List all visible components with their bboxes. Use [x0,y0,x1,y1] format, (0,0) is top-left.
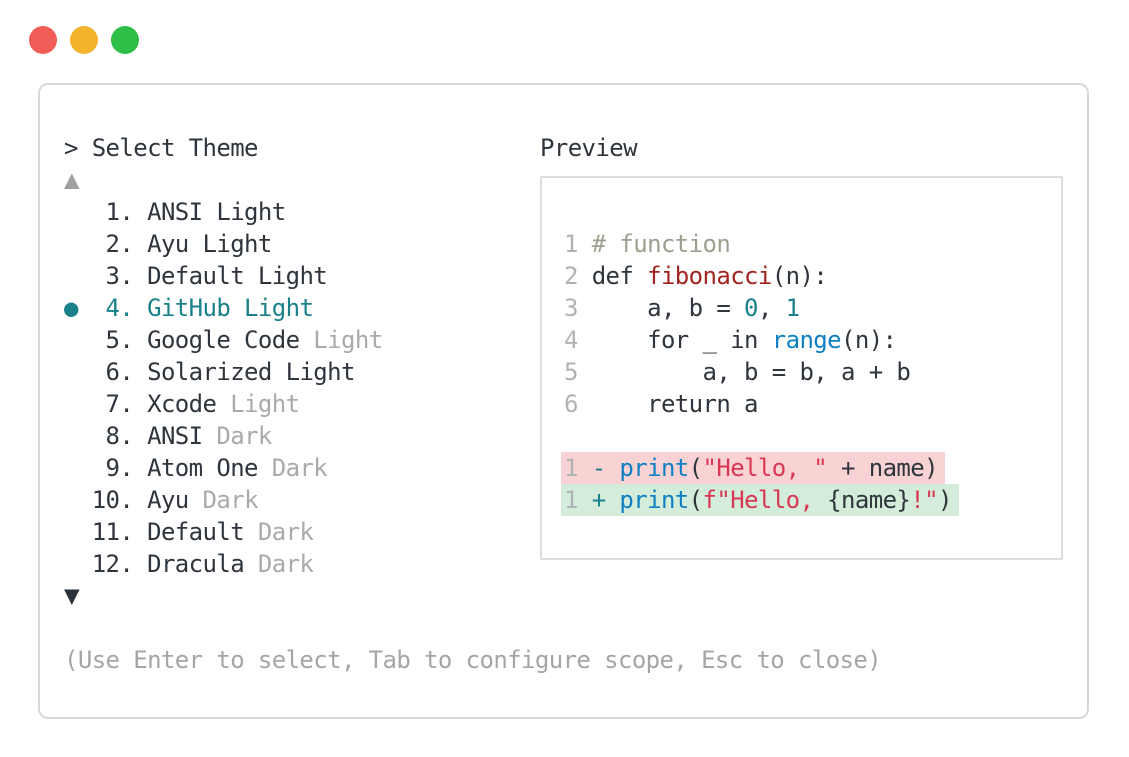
code-line: 2 def fibonacci(n): [564,262,828,290]
theme-picker-window: > Select Theme ▲ 1. ANSI Light 2. Ayu Li… [38,83,1089,719]
theme-item-marker [64,230,92,258]
theme-list-column: > Select Theme ▲ 1. ANSI Light 2. Ayu Li… [64,132,540,612]
code-line: 1 - print("Hello, " + name) [561,452,1061,484]
preview-column: Preview 1 # function 2 def fibonacci(n): 3… [540,132,1063,612]
theme-item-num: 10. [91,486,148,514]
theme-item-suffix: Dark [188,486,259,514]
theme-item-name: Atom One [147,454,258,482]
theme-list: 1. ANSI Light 2. Ayu Light 3. Default Li… [64,196,540,580]
theme-item-name: Google Code [147,326,300,354]
theme-item-11[interactable]: 11. Default Dark [64,516,540,548]
theme-item-8[interactable]: 8. ANSI Dark [64,420,540,452]
theme-item-marker [64,550,92,578]
theme-item-5[interactable]: 5. Google Code Light [64,324,540,356]
theme-item-num: 11. [91,518,148,546]
theme-item-num: 4. [91,294,148,322]
theme-item-suffix: Dark [244,550,314,578]
theme-item-6[interactable]: 6. Solarized Light [64,356,540,388]
theme-item-marker [64,486,92,514]
theme-item-name: ANSI [147,422,203,450]
theme-item-name: Xcode [147,390,217,418]
code-line: 1 # function [564,230,731,258]
preview-code: 1 # function 2 def fibonacci(n): 3 a, b = … [561,228,1061,516]
theme-item-4[interactable]: ● 4. GitHub Light [64,292,540,324]
code-line: 6 return a [564,390,759,418]
close-button[interactable] [29,26,57,54]
theme-item-name: Dracula [147,550,245,578]
theme-item-num: 3. [91,262,148,290]
theme-item-suffix: Dark [202,422,272,450]
theme-item-1[interactable]: 1. ANSI Light [64,196,540,228]
theme-item-suffix: Light [299,326,383,354]
theme-item-num: 1. [91,198,148,226]
theme-item-num: 6. [91,358,148,386]
code-line: 4 for _ in range(n): [564,326,897,354]
theme-item-suffix: Dark [244,518,314,546]
scroll-down-icon[interactable]: ▼ [64,581,80,611]
theme-item-name: Default Light [147,262,328,290]
theme-item-marker [64,390,92,418]
preview-box: 1 # function 2 def fibonacci(n): 3 a, b = … [540,176,1063,560]
theme-item-marker [64,326,92,354]
theme-item-name: Ayu Light [147,230,272,258]
theme-item-marker [64,262,92,290]
theme-item-9[interactable]: 9. Atom One Dark [64,452,540,484]
theme-item-name: Default [147,518,245,546]
scroll-up-icon[interactable]: ▲ [64,165,80,195]
theme-item-num: 12. [91,550,148,578]
theme-item-10[interactable]: 10. Ayu Dark [64,484,540,516]
theme-item-name: ANSI Light [147,198,286,226]
minimize-button[interactable] [70,26,98,54]
content-columns: > Select Theme ▲ 1. ANSI Light 2. Ayu Li… [64,132,1063,612]
theme-item-marker [64,358,92,386]
theme-item-2[interactable]: 2. Ayu Light [64,228,540,260]
theme-item-num: 2. [91,230,148,258]
theme-item-num: 5. [91,326,148,354]
theme-item-marker [64,518,92,546]
code-line [564,420,1061,452]
theme-item-name: GitHub Light [147,294,314,322]
theme-item-name: Ayu [147,486,189,514]
keyboard-hints: (Use Enter to select, Tab to configure s… [64,646,882,674]
code-line: 3 a, b = 0, 1 [564,294,800,322]
select-theme-prompt: > Select Theme [64,134,258,162]
code-line: 5 a, b = b, a + b [564,358,911,386]
zoom-button[interactable] [111,26,139,54]
theme-item-3[interactable]: 3. Default Light [64,260,540,292]
theme-item-12[interactable]: 12. Dracula Dark [64,548,540,580]
theme-item-marker [64,198,92,226]
theme-item-suffix: Dark [257,454,328,482]
theme-item-num: 8. [91,422,148,450]
code-line: 1 + print(f"Hello, {name}!") [561,484,1061,516]
theme-item-7[interactable]: 7. Xcode Light [64,388,540,420]
preview-title: Preview [540,134,638,162]
theme-item-marker [64,454,92,482]
theme-item-suffix: Light [216,390,300,418]
theme-item-marker [64,422,92,450]
traffic-lights [29,26,139,54]
theme-item-num: 7. [91,390,148,418]
theme-item-name: Solarized Light [147,358,355,386]
theme-item-num: 9. [91,454,148,482]
theme-item-marker: ● [64,294,92,322]
